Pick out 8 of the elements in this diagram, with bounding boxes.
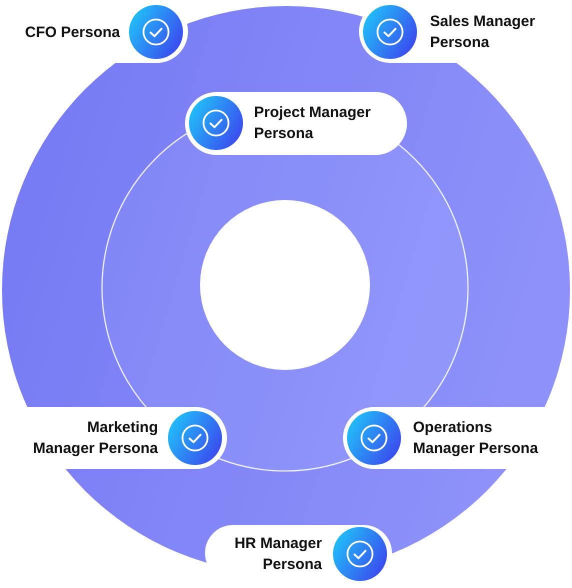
persona-label: CFO Persona xyxy=(25,22,122,42)
persona-label: Sales Manager Persona xyxy=(430,12,536,53)
persona-pill xyxy=(185,92,407,155)
persona-label: Marketing Manager Persona xyxy=(32,418,158,459)
persona-label: Operations Manager Persona xyxy=(413,418,540,459)
persona-pill xyxy=(343,407,547,469)
persona-label: Project Manager Persona xyxy=(254,103,372,144)
persona-label: HR Manager Persona xyxy=(233,534,322,575)
